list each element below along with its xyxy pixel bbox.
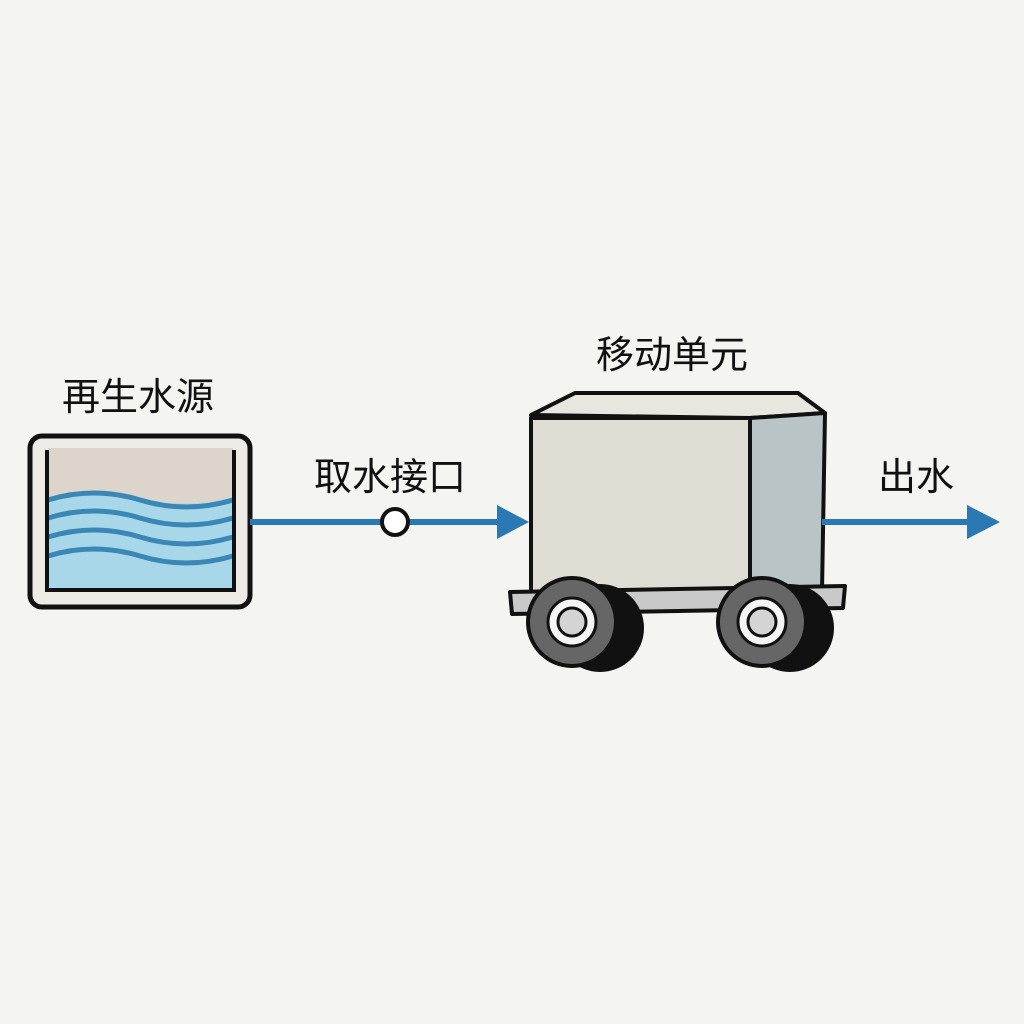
outlet-label: 出水 [877,455,955,499]
source-label: 再生水源 [61,375,215,419]
wheel-icon [526,576,618,668]
intake-label: 取水接口 [313,455,467,499]
outlet-flow-arrow [822,505,1000,539]
mobile-unit-cart [508,391,847,672]
water-waves-icon [47,490,234,566]
intake-connector-icon [380,507,410,537]
wheel-icon [716,576,808,668]
mobile-unit-label: 移动单元 [595,333,749,377]
water-source-tank [27,433,253,610]
intake-flow-arrow [250,505,529,539]
